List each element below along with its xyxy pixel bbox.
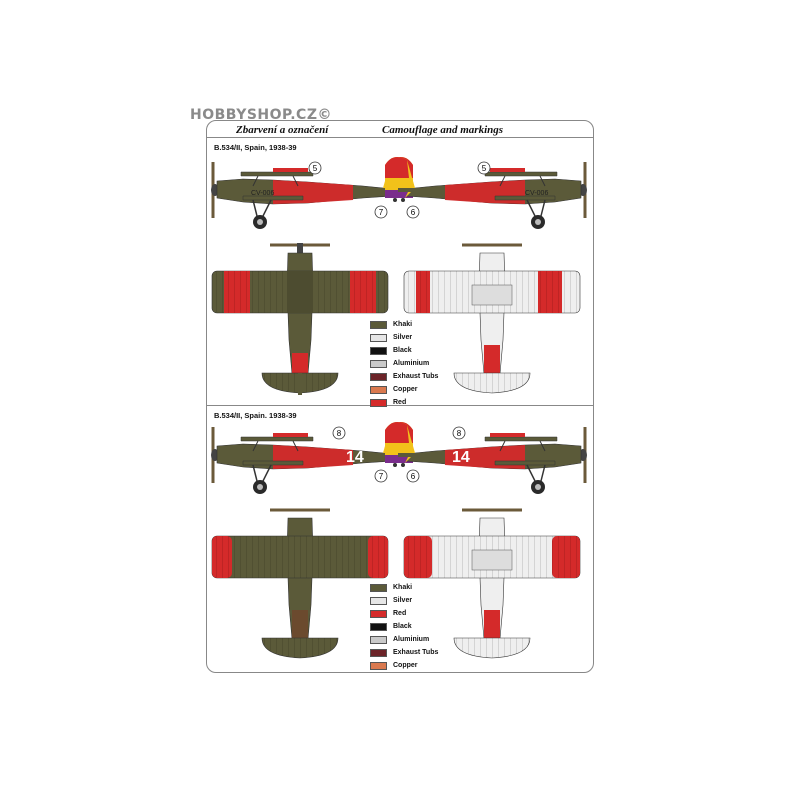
swatch-khaki bbox=[370, 320, 387, 329]
scheme-1-title: B.534/II, Spain, 1938-39 bbox=[214, 143, 297, 152]
scheme-1-side-right: CV-006 bbox=[383, 155, 589, 231]
scheme-1-top-view bbox=[210, 241, 390, 397]
scheme-1-legend: Khaki Silver Black Aluminium Exhaust Tub… bbox=[370, 318, 438, 409]
scheme-2-title: B.534/II, Spain. 1938-39 bbox=[214, 411, 297, 420]
legend-item: Khaki bbox=[370, 581, 438, 594]
swatch-red bbox=[370, 609, 387, 618]
legend-label: Khaki bbox=[393, 584, 413, 591]
english-title: Camouflage and markings bbox=[382, 124, 504, 136]
scheme-2-callouts: 8 7 8 6 bbox=[332, 426, 466, 483]
legend-item: Exhaust Tubs bbox=[370, 370, 438, 383]
legend-item: Copper bbox=[370, 659, 438, 672]
header-divider bbox=[206, 137, 594, 138]
callout-label: 6 bbox=[411, 208, 416, 217]
legend-item: Black bbox=[370, 620, 438, 633]
legend-item: Silver bbox=[370, 331, 438, 344]
swatch-exhaust bbox=[370, 372, 387, 381]
swatch-copper bbox=[370, 385, 387, 394]
swatch-black bbox=[370, 622, 387, 631]
callout-label: 6 bbox=[411, 472, 416, 481]
scheme-1-callouts: 5 7 5 6 bbox=[308, 161, 491, 219]
callout-label: 8 bbox=[457, 429, 462, 438]
legend-label: Black bbox=[393, 623, 412, 630]
swatch-copper bbox=[370, 661, 387, 670]
swatch-silver bbox=[370, 333, 387, 342]
legend-label: Exhaust Tubs bbox=[393, 649, 439, 656]
scheme-1-side-left: CV-006 bbox=[209, 155, 415, 231]
markings-sheet bbox=[206, 120, 594, 673]
legend-label: Black bbox=[393, 347, 412, 354]
fuselage-number: 14 bbox=[346, 449, 364, 466]
swatch-black bbox=[370, 346, 387, 355]
scheme-divider bbox=[206, 405, 594, 406]
callout-label: 5 bbox=[313, 164, 318, 173]
legend-item: Red bbox=[370, 607, 438, 620]
legend-label: Aluminium bbox=[393, 360, 430, 367]
legend-label: Silver bbox=[393, 597, 413, 604]
registration-text: CV-006 bbox=[525, 190, 548, 197]
swatch-khaki bbox=[370, 583, 387, 592]
callout-label: 8 bbox=[337, 429, 342, 438]
czech-title: Zbarvení a označení bbox=[236, 124, 329, 136]
legend-item: Khaki bbox=[370, 318, 438, 331]
legend-label: Exhaust Tubs bbox=[393, 373, 439, 380]
scheme-1-bottom-view bbox=[403, 243, 581, 394]
watermark-text: HOBBYSHOP.CZ© bbox=[190, 107, 332, 123]
legend-label: Red bbox=[393, 399, 407, 406]
swatch-exhaust bbox=[370, 648, 387, 657]
legend-label: Copper bbox=[393, 386, 418, 393]
swatch-red bbox=[370, 398, 387, 407]
legend-item: Red bbox=[370, 396, 438, 409]
legend-label: Aluminium bbox=[393, 636, 430, 643]
legend-item: Black bbox=[370, 344, 438, 357]
scheme-2-side-right: 14 bbox=[383, 420, 589, 496]
legend-label: Copper bbox=[393, 662, 418, 669]
scheme-2-bottom-view bbox=[403, 508, 581, 659]
legend-label: Red bbox=[393, 610, 407, 617]
swatch-aluminium bbox=[370, 359, 387, 368]
legend-item: Aluminium bbox=[370, 633, 438, 646]
callout-label: 7 bbox=[379, 208, 384, 217]
legend-label: Khaki bbox=[393, 321, 413, 328]
swatch-aluminium bbox=[370, 635, 387, 644]
callout-label: 5 bbox=[482, 164, 487, 173]
swatch-silver bbox=[370, 596, 387, 605]
legend-item: Exhaust Tubs bbox=[370, 646, 438, 659]
scheme-2-top-view bbox=[211, 508, 389, 659]
scheme-2-side-left: 14 bbox=[209, 420, 415, 496]
scheme-2-legend: Khaki Silver Red Black Aluminium Exhaust… bbox=[370, 581, 438, 672]
fuselage-number: 14 bbox=[452, 449, 470, 466]
registration-text: CV-006 bbox=[251, 190, 274, 197]
legend-label: Silver bbox=[393, 334, 413, 341]
callout-label: 7 bbox=[379, 472, 384, 481]
legend-item: Copper bbox=[370, 383, 438, 396]
legend-item: Silver bbox=[370, 594, 438, 607]
legend-item: Aluminium bbox=[370, 357, 438, 370]
